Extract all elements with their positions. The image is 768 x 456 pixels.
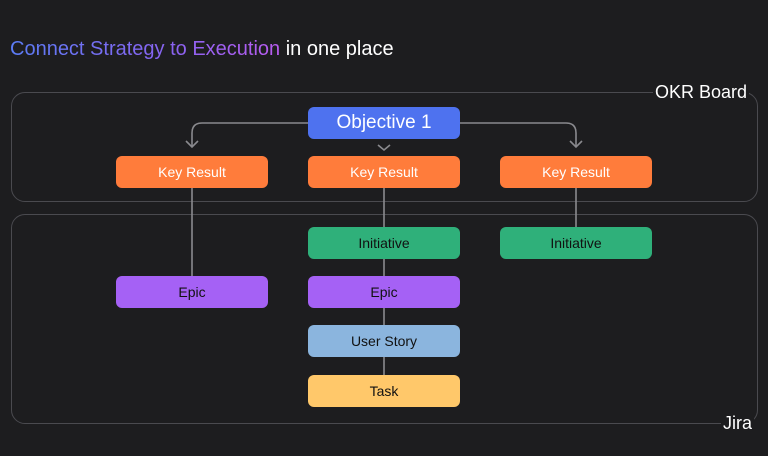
chevron-down-icon bbox=[377, 144, 391, 152]
epic-node-2: Epic bbox=[308, 276, 460, 308]
connector-objective-right bbox=[460, 122, 577, 146]
initiative-node-1: Initiative bbox=[308, 227, 460, 259]
jira-label: Jira bbox=[721, 413, 755, 434]
key-result-node-1: Key Result bbox=[116, 156, 268, 188]
epic-node-1: Epic bbox=[116, 276, 268, 308]
headline-rest: in one place bbox=[280, 38, 394, 60]
connector-objective-left bbox=[191, 122, 308, 146]
headline-highlight: Connect Strategy to Execution bbox=[10, 38, 281, 60]
task-node: Task bbox=[308, 375, 460, 407]
initiative-node-2: Initiative bbox=[500, 227, 652, 259]
page-title: Connect Strategy to Execution in one pla… bbox=[10, 38, 394, 61]
user-story-node: User Story bbox=[308, 325, 460, 357]
key-result-node-3: Key Result bbox=[500, 156, 652, 188]
okr-board-label: OKR Board bbox=[653, 82, 750, 103]
objective-node: Objective 1 bbox=[308, 107, 460, 139]
arrow-head-right bbox=[569, 140, 583, 149]
arrow-head-left bbox=[185, 140, 199, 149]
key-result-node-2: Key Result bbox=[308, 156, 460, 188]
